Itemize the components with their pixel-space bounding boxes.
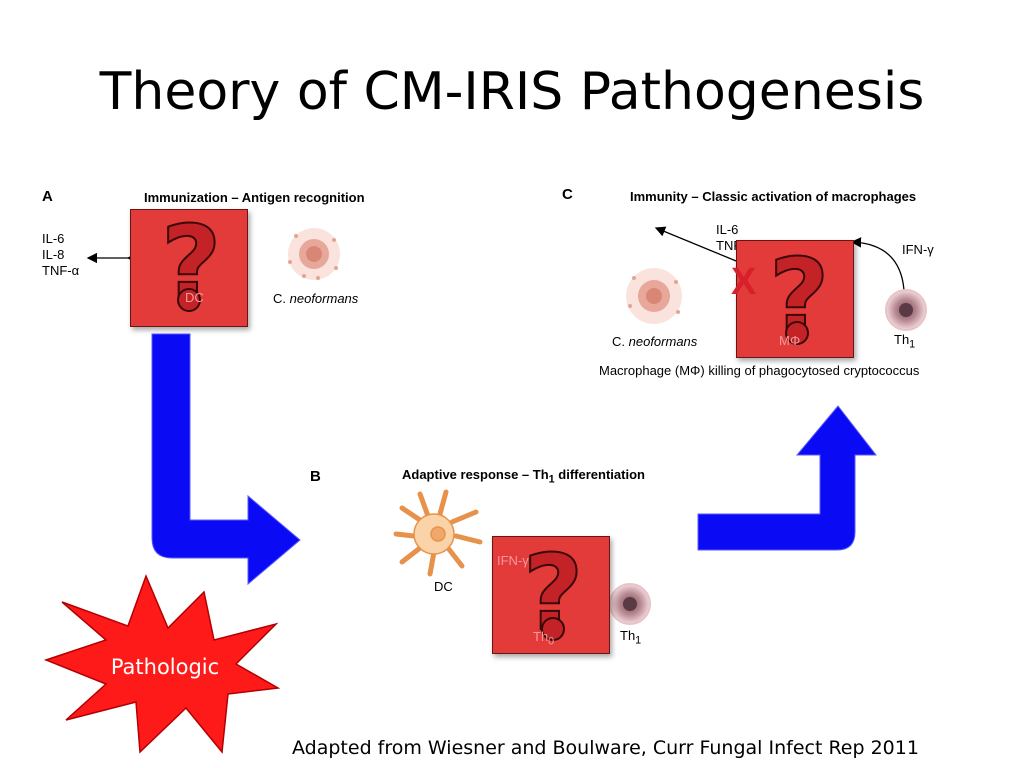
panel-a-cytokine-3: TNF-α xyxy=(42,263,80,278)
slide-title: Theory of CM-IRIS Pathogenesis xyxy=(99,62,925,122)
panel-c-macrophage-label: MΦ xyxy=(779,333,801,348)
panel-b-letter: B xyxy=(310,468,321,485)
panel-b-dc-label: DC xyxy=(434,579,453,594)
panel-c-letter: C xyxy=(562,186,573,203)
panel-a-organism-label: C. neoformans xyxy=(273,291,359,306)
panel-b-hidden-box: IFN-γ IL-12 ? Th0 xyxy=(492,536,610,654)
panel-a-hidden-box: ? DC xyxy=(130,209,248,327)
arrow-c-ifn xyxy=(850,237,905,291)
question-dot-c xyxy=(785,321,809,345)
panel-b-heading: Adaptive response – Th1 differentiation xyxy=(402,467,645,486)
panel-a-dc-label: DC xyxy=(185,290,204,305)
pathologic-label: Pathologic xyxy=(110,655,220,679)
pathologic-starburst xyxy=(43,573,281,754)
th1-cell-icon-c xyxy=(885,289,927,331)
panel-b-th0-label: Th0 xyxy=(533,629,555,648)
panel-c-x-mark: X xyxy=(731,261,757,303)
panel-a-cytokine-1: IL-6 xyxy=(42,231,65,246)
panel-b-th1-label: Th1 xyxy=(620,628,642,647)
blue-arrow-a-to-b xyxy=(151,333,301,586)
panel-c-caption: Macrophage (MΦ) killing of phagocytosed … xyxy=(599,363,920,378)
blue-arrow-b-to-c xyxy=(697,405,878,551)
citation: Adapted from Wiesner and Boulware, Curr … xyxy=(292,737,919,759)
panel-b-signal-label: IFN-γ IL-12 xyxy=(497,553,563,568)
panel-c-th1-label: Th1 xyxy=(894,332,916,351)
panel-c-organism-label: C. neoformans xyxy=(612,334,698,349)
question-dot-b xyxy=(541,617,565,641)
panel-a-letter: A xyxy=(42,188,53,205)
panel-a-cytokine-2: IL-8 xyxy=(42,247,65,262)
panel-c-hidden-box: X ? MΦ xyxy=(731,240,854,358)
panel-c-cytokine-1: IL-6 xyxy=(716,222,739,237)
panel-c-ifn-label: IFN-γ xyxy=(902,242,934,257)
th1-cell-icon-b xyxy=(609,583,651,625)
question-dot-a xyxy=(177,288,201,312)
panel-c-heading: Immunity – Classic activation of macroph… xyxy=(630,189,917,204)
cryptococcus-icon-c xyxy=(626,268,682,324)
cryptococcus-icon-a xyxy=(288,228,340,280)
panel-a-heading: Immunization – Antigen recognition xyxy=(144,190,365,205)
dendritic-cell-icon xyxy=(393,489,483,577)
